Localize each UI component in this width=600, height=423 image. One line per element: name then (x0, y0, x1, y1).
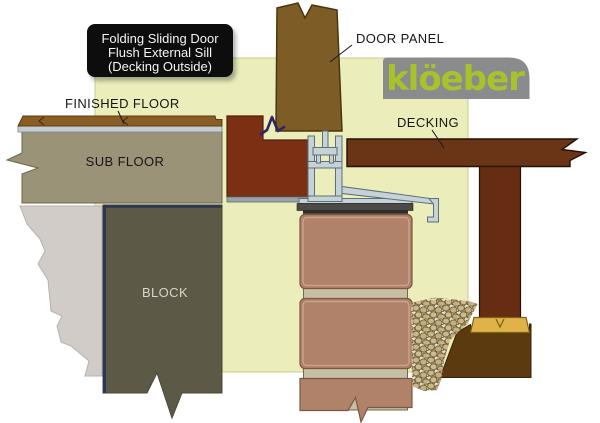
footing-pad (469, 316, 531, 334)
aluminium-sill-profile (307, 130, 439, 223)
label-block: BLOCK (142, 285, 188, 300)
dpc-membrane-inner (303, 210, 408, 215)
sub-floor (5, 130, 223, 204)
kloeber-logo: klöeber (383, 57, 530, 99)
floor-joint-mark (38, 116, 45, 126)
kloeber-logo-text: klöeber (386, 59, 525, 99)
title-box: Folding Sliding Door Flush External Sill… (87, 24, 233, 77)
brick-course-broken (299, 377, 413, 423)
label-door-panel: DOOR PANEL (356, 31, 444, 46)
floor-underlay (17, 125, 223, 133)
kloeber-logo-box (383, 57, 530, 99)
leader-door-panel (329, 44, 353, 63)
decking-joist (478, 165, 522, 319)
leader-decking (431, 129, 445, 149)
title-line-1: Folding Sliding Door (101, 31, 219, 46)
pad-notch-mark (495, 318, 505, 329)
guide-carriage (312, 147, 338, 156)
dpc-membrane (296, 203, 414, 211)
label-decking: DECKING (397, 115, 459, 130)
label-sub-floor: SUB FLOOR (86, 154, 165, 169)
block-wall (102, 204, 223, 420)
sill-bottom-rail (307, 195, 343, 202)
sill-mid-rail (307, 161, 343, 169)
leader-finished-floor (117, 110, 125, 125)
carriage-foot (329, 154, 334, 164)
carriage-foot (316, 154, 321, 164)
title-box-bg (87, 24, 233, 77)
title-line-3: (Decking Outside) (108, 59, 212, 74)
finished-floor (17, 115, 223, 127)
brick-course (299, 297, 413, 370)
brick-highlight (302, 300, 410, 367)
brick-course (299, 213, 413, 290)
decking-board (346, 138, 588, 168)
brick-highlight (302, 216, 410, 287)
threshold-base-strip (226, 196, 310, 203)
door-panel (275, 2, 343, 132)
plaster-torn-edge (19, 205, 103, 377)
break-mark (259, 115, 286, 136)
label-finished-floor: FINISHED FLOOR (65, 96, 180, 111)
title-line-2: Flush External Sill (108, 45, 212, 60)
drip-edge (427, 198, 439, 223)
